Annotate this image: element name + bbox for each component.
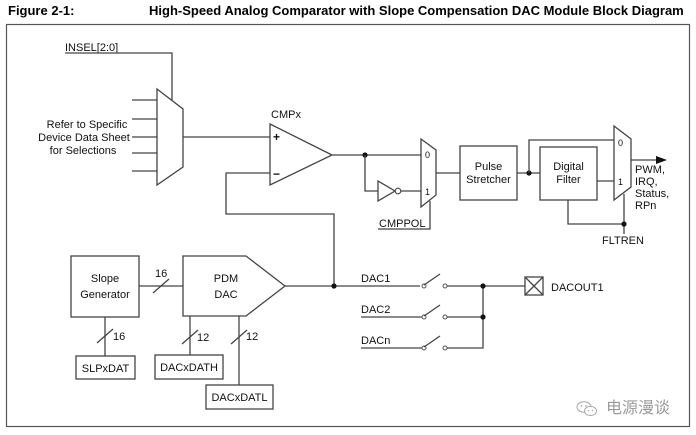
input-mux-shape [156, 87, 184, 187]
slpxdat-label: SLPxDAT [82, 363, 130, 375]
dac-feedback-wire [225, 172, 335, 288]
bus-width-dacxdatl: 12 [246, 331, 258, 343]
slope-generator-line-1: Slope [91, 273, 119, 285]
input-mux: Refer to Specific Device Data Sheet for … [38, 87, 270, 187]
cmppol-label: CMPPOL [379, 218, 425, 230]
bus-width-slpxdat: 16 [113, 331, 125, 343]
pulse-stretcher-line-1: Pulse [475, 161, 503, 173]
output-mux: 0 1 FLTREN PWM, IRQ, Status, RPn [602, 124, 669, 247]
arrow-right-icon [656, 156, 667, 164]
dacxdath-label: DACxDATH [160, 362, 218, 374]
watermark-text: 电源漫谈 [606, 398, 671, 417]
bus-width-dacxdath: 12 [197, 332, 209, 344]
output-label-status: Status, [635, 188, 669, 200]
figure-title: High-Speed Analog Comparator with Slope … [149, 3, 684, 18]
digital-filter-box [539, 146, 598, 201]
switch-contact [442, 345, 448, 351]
switch-contact [442, 314, 448, 320]
watermark: 电源漫谈 [576, 394, 670, 418]
pdm-dac-line-2: DAC [214, 289, 237, 301]
dacn-label: DACn [361, 335, 390, 347]
polarity-mux-shape [420, 137, 437, 209]
cmppol-wire [378, 201, 431, 230]
input-note-line-2: Device Data Sheet [38, 132, 130, 144]
dac2-label: DAC2 [361, 304, 390, 316]
invert-branch-wire [364, 155, 378, 192]
mux-input-1: 1 [425, 187, 430, 197]
bus-slash [96, 328, 114, 344]
dac1-label: DAC1 [361, 273, 390, 285]
junction-dot [621, 221, 627, 227]
digital-filter-line-2: Filter [556, 174, 581, 186]
junction-dot [480, 283, 486, 289]
dacxdatl-register-box [205, 384, 274, 410]
output-label-pwm: PWM, [635, 164, 665, 176]
switch-dac2-blade [423, 304, 441, 317]
out-mux-input-0: 0 [618, 138, 623, 148]
dacout-label: DACOUT1 [551, 282, 604, 294]
dacxdatl-label: DACxDATL [211, 392, 267, 404]
bus-slash [181, 329, 199, 345]
pdm-dac-shape [182, 255, 287, 317]
polarity-mux: 0 1 CMPPOL [332, 137, 460, 230]
comparator-triangle [269, 122, 334, 187]
fltren-filter-wire [567, 200, 624, 225]
minus-sign: − [273, 167, 280, 181]
bus-slash [230, 329, 248, 345]
out-mux-input-1: 1 [618, 177, 623, 187]
output-label-rpn: RPn [635, 200, 656, 212]
insel-select: INSEL[2:0] [65, 42, 173, 101]
bus-width-slope: 16 [155, 268, 167, 280]
pulse-stretcher-box [459, 145, 518, 201]
slope-generator-box [70, 255, 140, 318]
mux-input-0: 0 [425, 150, 430, 160]
pulse-stretcher-line-2: Stretcher [466, 174, 511, 186]
switch-dac1-blade [423, 273, 441, 286]
switch-contact [442, 283, 448, 289]
slope-generator: Slope Generator 16 16 SLPxDAT [70, 255, 183, 380]
dac-output-switches: DAC1 DAC2 DACn DACOUT1 [361, 273, 604, 351]
diagram-frame [5, 23, 691, 428]
insel-wire [65, 52, 173, 101]
comparator-cmpx: CMPx + − [225, 109, 335, 288]
junction-dot [480, 314, 486, 320]
junction-dot [331, 283, 337, 289]
pdm-dac-line-1: PDM [214, 273, 238, 285]
slpxdat-register-box [75, 355, 136, 380]
comparator-label: CMPx [271, 109, 301, 121]
switch-dacn-blade [423, 335, 441, 348]
digital-filter-line-1: Digital [553, 161, 584, 173]
wechat-icon [576, 400, 597, 416]
figure-number: Figure 2-1: [8, 3, 75, 18]
dacxdath-register-box [154, 354, 224, 380]
input-note-line-1: Refer to Specific [47, 119, 128, 131]
switch-dacn-out-wire [447, 286, 484, 349]
digital-filter: Digital Filter [517, 139, 624, 225]
pulse-stretcher: Pulse Stretcher [459, 145, 518, 201]
filter-bypass-wire [528, 139, 614, 173]
plus-sign: + [273, 130, 280, 144]
pin-cross-icon [524, 276, 544, 296]
output-mux-shape [613, 124, 632, 202]
inverter-bubble [394, 187, 402, 195]
slope-generator-line-2: Generator [80, 289, 130, 301]
fltren-label: FLTREN [602, 235, 644, 247]
insel-label: INSEL[2:0] [65, 42, 118, 54]
input-note-line-3: for Selections [50, 145, 117, 157]
pdm-dac: PDM DAC 12 DACxDATH 12 DACxDATL [154, 255, 420, 410]
mux-input-wires [132, 99, 157, 172]
bus-slash [152, 278, 170, 294]
inverter-shape [377, 179, 397, 203]
output-label-irq: IRQ, [635, 176, 658, 188]
